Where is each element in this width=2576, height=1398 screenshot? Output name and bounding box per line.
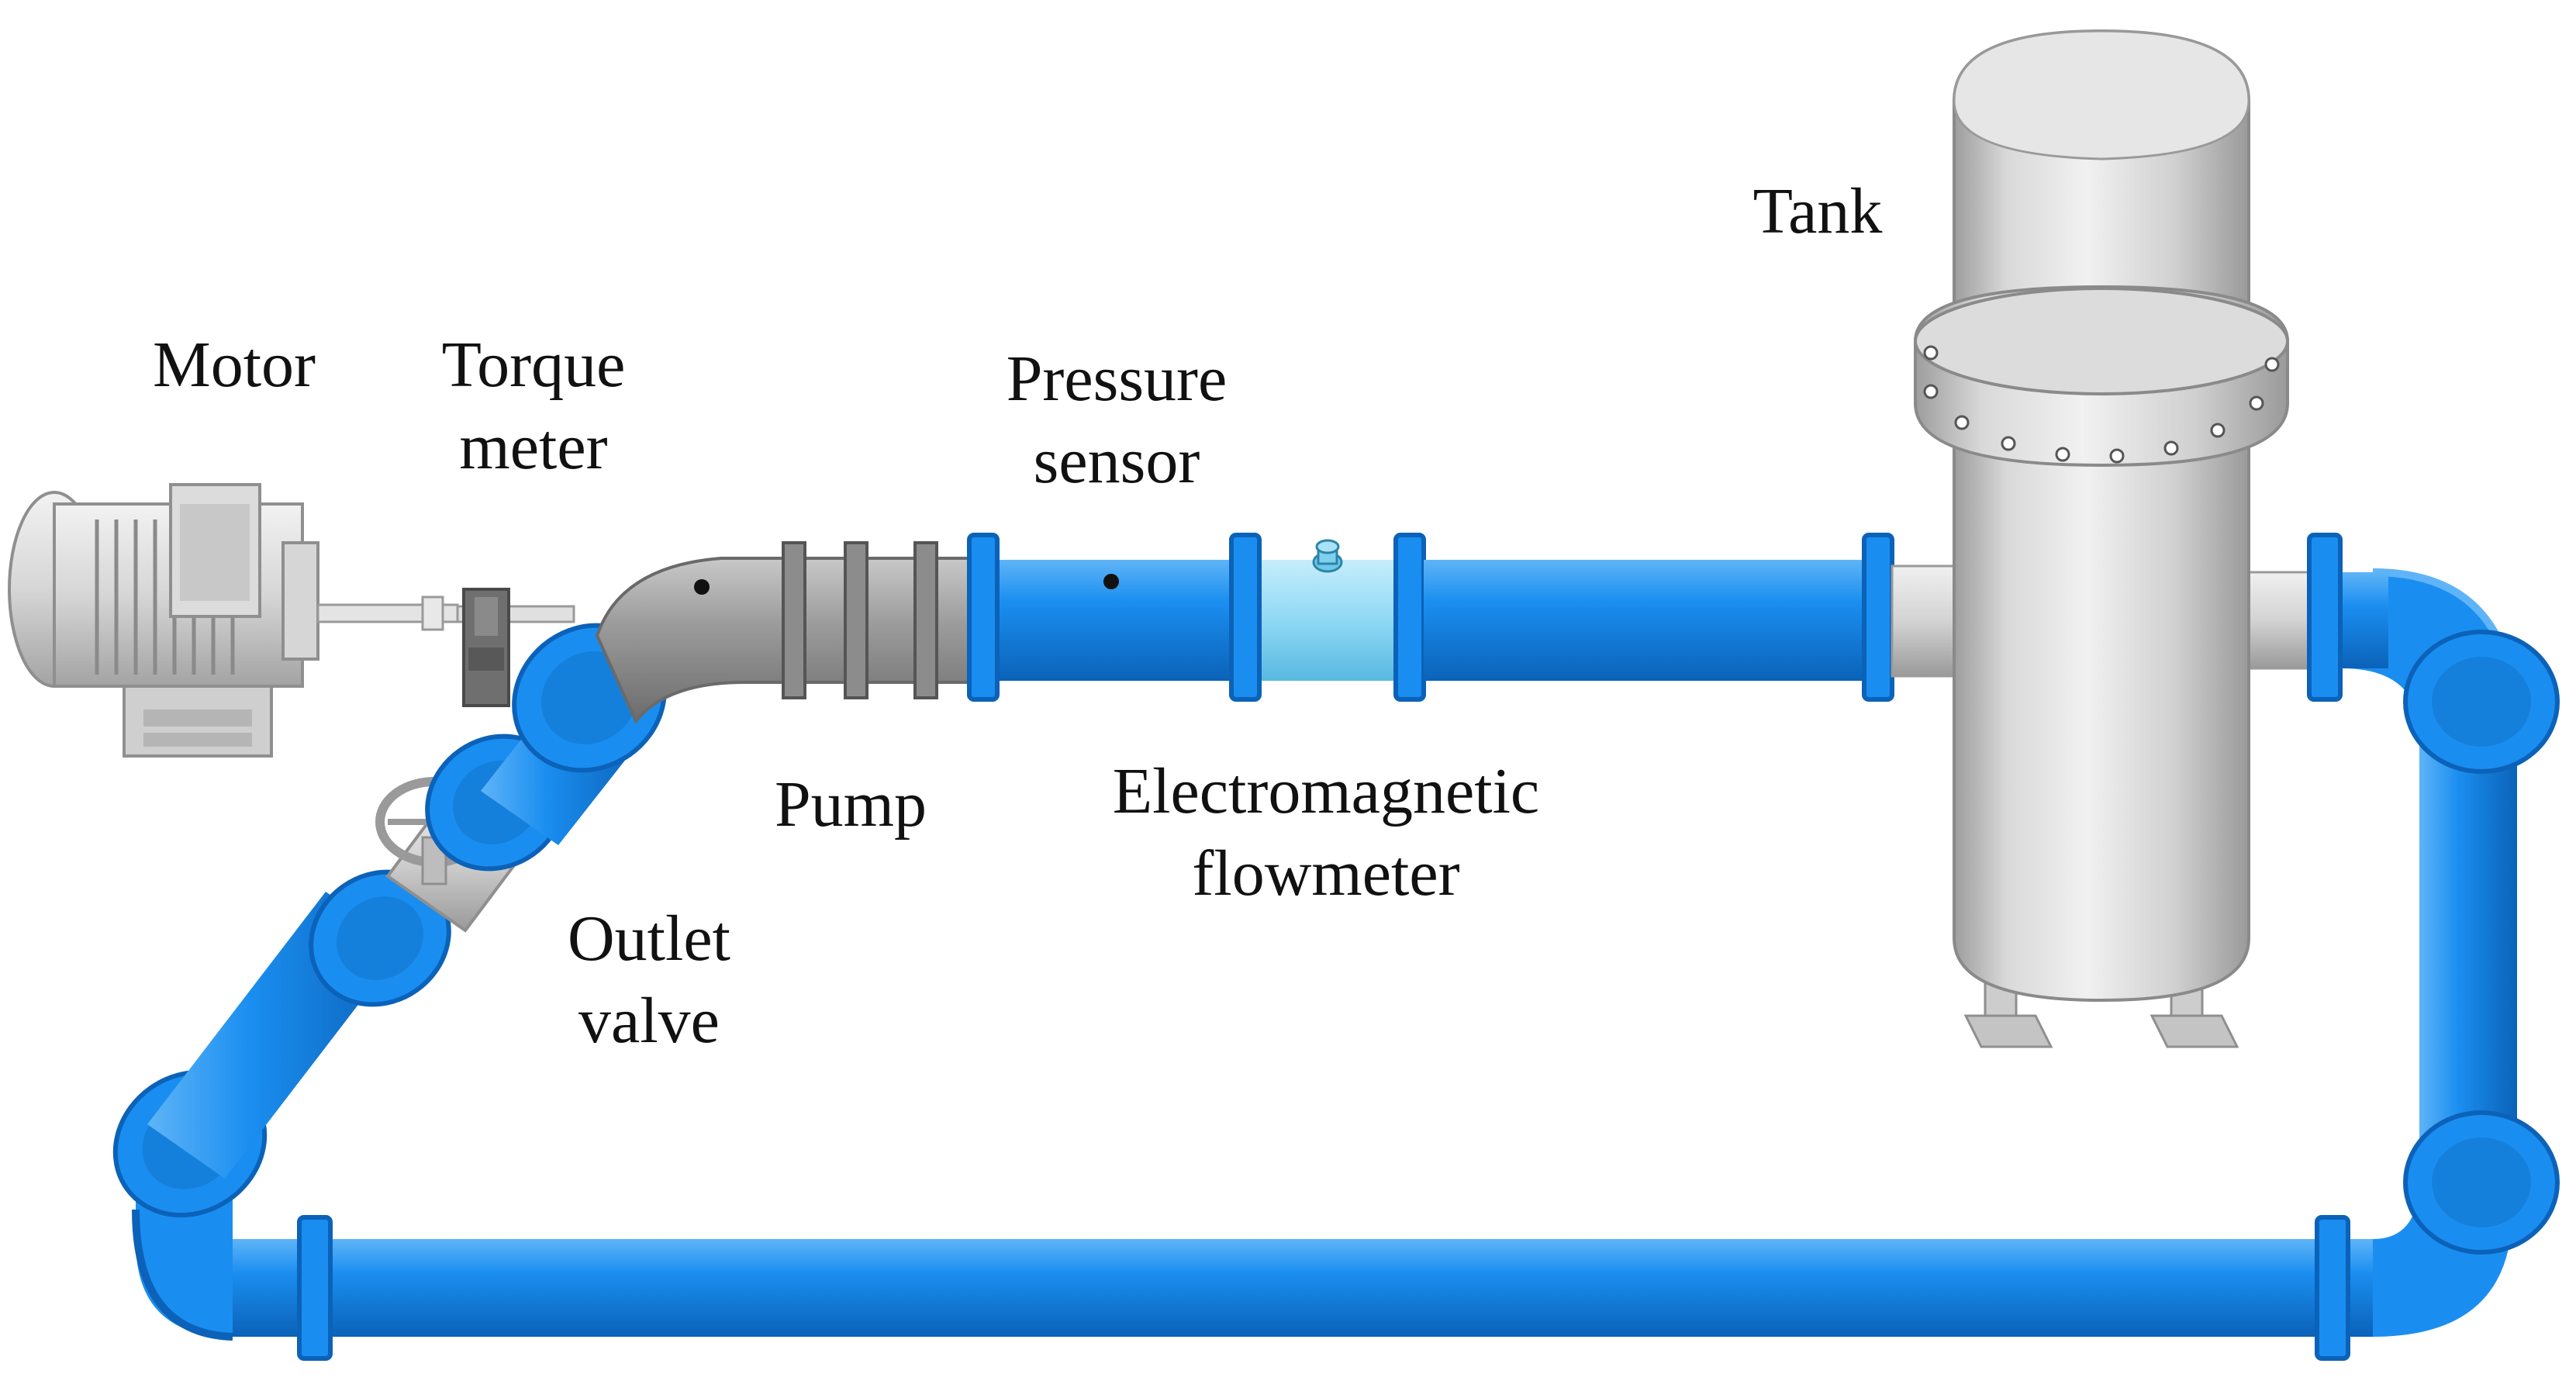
label-flowmeter: Electromagnetic flowmeter — [1113, 751, 1539, 915]
label-tank-text: Tank — [1752, 175, 1883, 247]
label-tank: Tank — [1753, 171, 1883, 253]
tank-shell — [1953, 433, 2250, 1003]
tank-outlet-flange — [2307, 533, 2343, 702]
motor-unit — [8, 483, 459, 758]
bottom-left-flange — [297, 1215, 333, 1361]
tank-inlet-flange — [1862, 533, 1894, 702]
flowmeter-body — [1248, 560, 1404, 681]
tank-inlet-nozzle — [1891, 564, 1956, 678]
tank-vessel — [1914, 29, 2343, 1048]
label-outlet-valve-line2: valve — [578, 985, 720, 1057]
torque-meter-device — [456, 588, 575, 707]
pump-tap-dot — [694, 579, 710, 595]
pump-flange-2 — [844, 541, 868, 699]
flowmeter-sensor-head — [1312, 539, 1343, 573]
return-pipe-loop — [112, 568, 2560, 1361]
label-torque-meter: Torque meter — [442, 324, 626, 488]
bottom-right-flange — [2315, 1215, 2350, 1361]
label-pressure-sensor-line2: sensor — [1033, 425, 1200, 497]
label-motor: Motor — [153, 324, 316, 406]
suction-flange-1 — [967, 533, 1000, 702]
pressure-tap-dot — [1103, 574, 1119, 589]
label-pressure-sensor: Pressure sensor — [1007, 338, 1228, 502]
label-torque-meter-line1: Torque — [441, 329, 626, 401]
label-torque-meter-line2: meter — [459, 411, 608, 483]
pump-flange-1 — [782, 541, 806, 699]
label-pressure-sensor-line1: Pressure — [1006, 343, 1228, 415]
tank-outlet-nozzle — [2239, 571, 2320, 670]
pump-unit — [595, 541, 979, 724]
flowmeter-flange-left — [1229, 533, 1262, 702]
flowmeter-flange-right — [1393, 533, 1426, 702]
bottom-pipe — [233, 1239, 2373, 1337]
tank-flange — [1914, 285, 2289, 468]
label-pump-text: Pump — [774, 768, 927, 841]
motor-front-flange — [281, 541, 319, 661]
suction-pipe-right — [1424, 560, 1881, 681]
tank-outlet-pipe — [2342, 572, 2388, 668]
label-outlet-valve-line1: Outlet — [568, 903, 730, 975]
label-outlet-valve: Outlet valve — [568, 898, 730, 1062]
pump-flange-3 — [913, 541, 938, 699]
label-motor-text: Motor — [153, 329, 316, 401]
label-pump: Pump — [775, 764, 927, 846]
label-flowmeter-line1: Electromagnetic — [1112, 755, 1540, 827]
label-flowmeter-line2: flowmeter — [1192, 837, 1460, 910]
suction-line — [967, 533, 1956, 702]
